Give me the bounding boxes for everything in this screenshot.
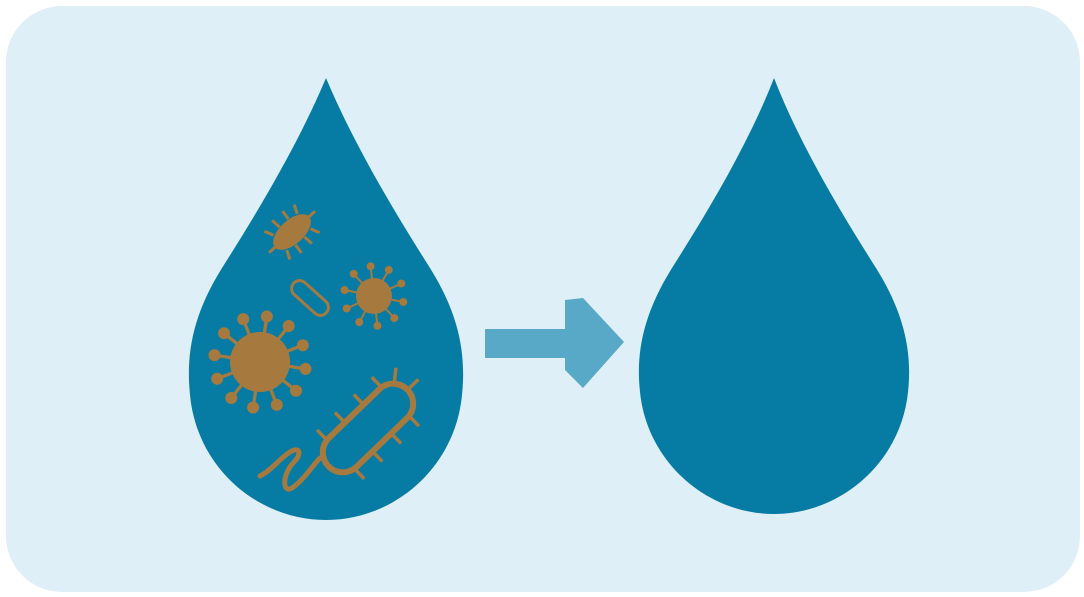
background-panel <box>6 6 1080 592</box>
virus-spike-knob <box>366 262 375 271</box>
virus-spike-knob <box>299 362 312 375</box>
virus-spike-knob <box>373 321 382 330</box>
virus-spike-knob <box>384 265 393 274</box>
virus-spike-knob <box>218 327 231 340</box>
clean-water-drop-icon <box>638 78 910 514</box>
virus-spike-knob <box>247 401 260 414</box>
virus-body <box>230 332 290 392</box>
virus-spike-knob <box>260 310 273 323</box>
virus-spike-knob <box>399 297 408 306</box>
virus-spike-knob <box>282 320 295 333</box>
virus-spike-knob <box>270 398 283 411</box>
virus-icon <box>208 310 312 414</box>
virus-spike-knob <box>390 314 399 323</box>
virus-spike-knob <box>340 286 349 295</box>
spiked-bacterium-icon <box>263 204 321 260</box>
virus-spike-knob <box>349 269 358 278</box>
virus-spike-knob <box>355 318 364 327</box>
virus-icon <box>340 262 408 330</box>
capsule-bacterium-icon <box>290 279 330 317</box>
contaminated-water-drop-icon <box>188 78 464 520</box>
right-arrow-icon <box>485 298 624 388</box>
virus-spike-knob <box>289 384 302 397</box>
virus-spike-knob <box>225 391 238 404</box>
virus-spike-knob <box>296 339 309 352</box>
virus-spike-knob <box>237 313 250 326</box>
virus-spike-knob <box>397 279 406 288</box>
virus-spike-knob <box>208 349 221 362</box>
virus-spike-knob <box>342 304 351 313</box>
virus-body <box>356 278 392 314</box>
virus-spike-knob <box>211 372 224 385</box>
rod-bacterium-icon <box>257 367 421 492</box>
